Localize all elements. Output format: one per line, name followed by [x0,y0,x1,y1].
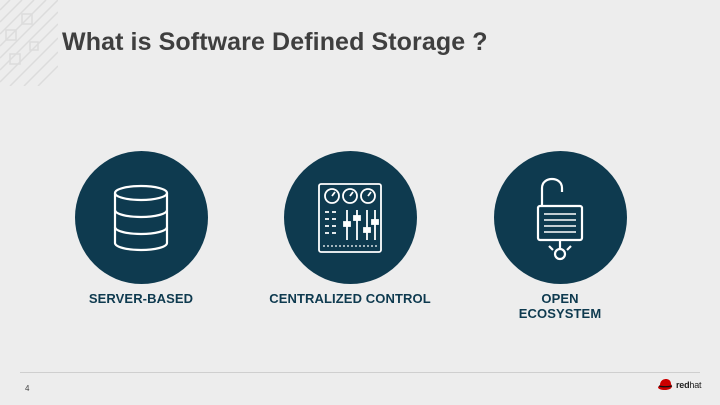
feature-centralized-control: CENTRALIZED CONTROL [255,151,445,306]
page-title: What is Software Defined Storage ? [62,28,488,56]
logo-text: redhat [676,379,702,390]
redhat-logo: redhat [657,378,702,391]
control-panel-icon [318,182,382,253]
feature-circle [74,151,208,284]
feature-label: OPEN ECOSYSTEM [518,291,602,321]
shadowman-icon [658,379,673,390]
corner-pattern [0,0,58,86]
feature-label: SERVER-BASED [88,291,194,306]
feature-open-ecosystem: OPEN ECOSYSTEM [465,151,655,321]
feature-server-based: SERVER-BASED [46,151,236,306]
feature-circle [283,151,417,284]
feature-label: CENTRALIZED CONTROL [269,291,431,306]
feature-circle [493,151,627,284]
database-icon [113,184,169,251]
open-padlock-icon [536,177,584,260]
footer-divider [20,372,700,373]
page-number: 4 [25,384,30,393]
